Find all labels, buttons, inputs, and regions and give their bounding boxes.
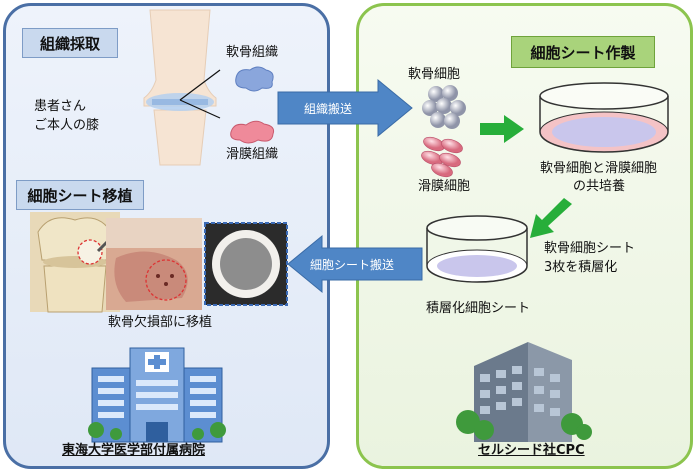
cartilage-tissue-label: 軟骨組織 (226, 45, 279, 60)
tissue-transport-label: 組織搬送 (304, 102, 353, 116)
sheet-transport-arrow: 細胞シート搬送 (287, 234, 423, 294)
layered-sheet-label: 積層化細胞シート (426, 301, 531, 316)
coculture-label-2: の共培養 (573, 179, 626, 194)
synovial-cell-cluster-icon (421, 136, 463, 178)
defect-transplant-label: 軟骨欠損部に移植 (108, 315, 213, 330)
knee-illustration (143, 9, 217, 166)
surgery-site-photo (106, 218, 202, 310)
sheet-transport-label: 細胞シート搬送 (310, 258, 395, 272)
coculture-dish-icon (539, 82, 669, 153)
layered-sheet-dish-icon (426, 215, 528, 283)
tissue-pointer-lines (179, 69, 221, 119)
sheet-production-header: 細胞シート作製 (511, 36, 655, 68)
chondrocyte-cluster-icon (422, 85, 466, 129)
cpc-building-icon (456, 342, 592, 442)
tissue-transport-arrow: 組織搬送 (277, 78, 413, 138)
cartilage-tissue-icon (235, 66, 274, 92)
hospital-label: 東海大学医学部付属病院 (62, 443, 206, 458)
stack-label-2: 3枚を積層化 (544, 260, 618, 275)
green-arrow-right (480, 115, 524, 143)
cell-sheet-disc-photo (204, 222, 288, 306)
patient-knee-label-2: ご本人の膝 (34, 118, 100, 133)
stack-label-1: 軟骨細胞シート (544, 241, 636, 256)
tissue-harvest-header: 組織採取 (22, 28, 118, 58)
synovial-cell-label: 滑膜細胞 (418, 179, 471, 194)
transplant-header: 細胞シート移植 (16, 180, 144, 210)
synovium-tissue-label: 滑膜組織 (226, 147, 279, 162)
coculture-label-1: 軟骨細胞と滑膜細胞 (540, 161, 658, 176)
hospital-building-icon (88, 347, 226, 443)
green-arrow-down-left (530, 198, 572, 238)
company-label: セルシード社CPC (478, 443, 585, 458)
synovium-tissue-icon (230, 120, 275, 144)
patient-knee-label-1: 患者さん (34, 99, 87, 114)
chondrocyte-label: 軟骨細胞 (408, 67, 461, 82)
knee-joint-photo (30, 212, 120, 313)
